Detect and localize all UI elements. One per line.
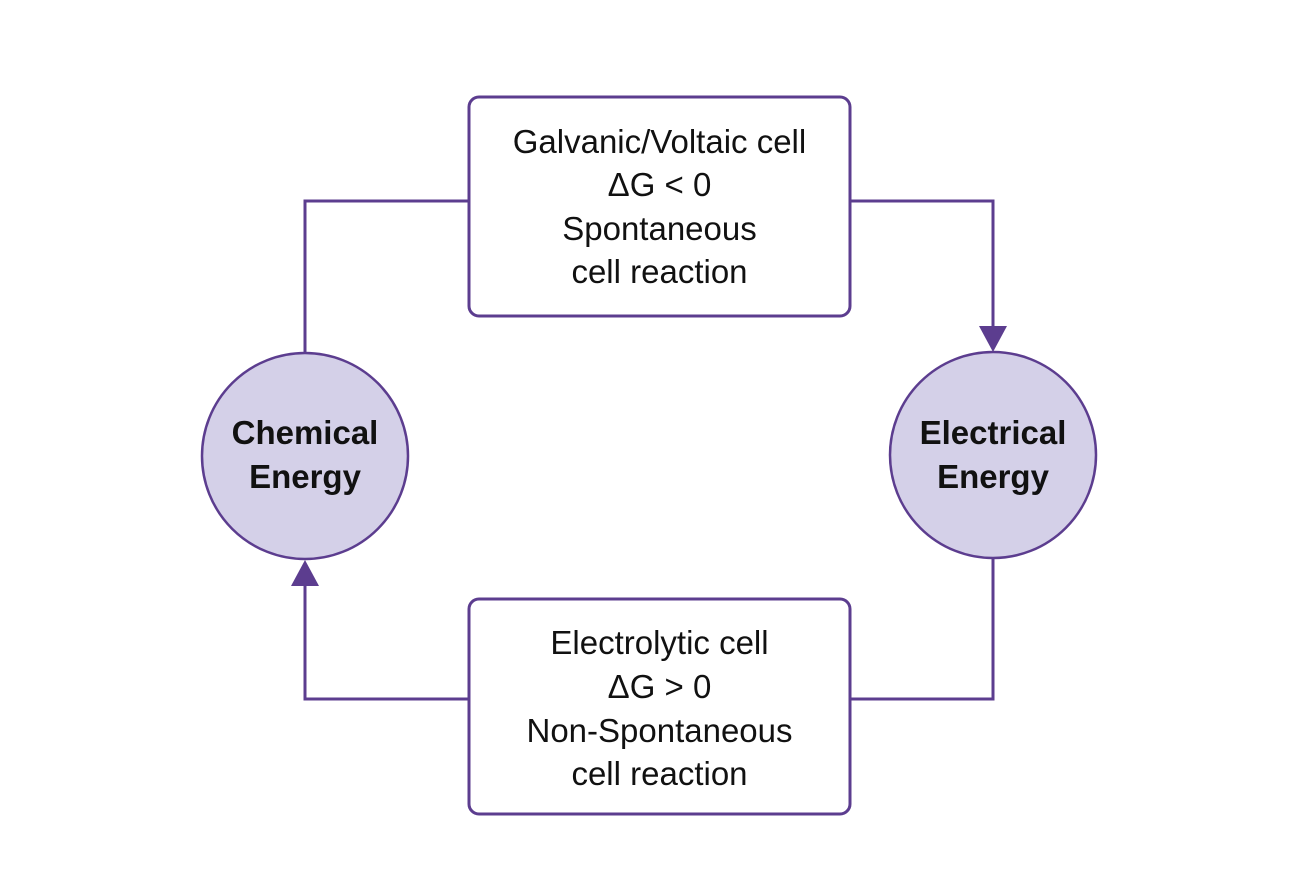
electrolytic-line-2: ΔG > 0 <box>608 668 712 705</box>
chemical-energy-circle <box>200 351 410 561</box>
arrowhead-up-icon <box>291 560 319 586</box>
arrowhead-down-icon <box>979 326 1007 352</box>
connector-electrical-to-electrolytic <box>850 558 995 701</box>
electrolytic-cell-box-frame <box>467 597 852 816</box>
connector-chemical-to-galvanic <box>303 199 468 352</box>
galvanic-cell-box-frame <box>467 95 852 318</box>
chemical-energy-line-2: Energy <box>249 458 362 495</box>
galvanic-line-4: cell reaction <box>571 253 747 290</box>
chemical-energy-line-1: Chemical <box>232 414 379 451</box>
connector-galvanic-to-electrical <box>850 199 995 328</box>
electrolytic-line-4: cell reaction <box>571 755 747 792</box>
chemical-energy-node: Chemical Energy <box>200 351 410 561</box>
electrical-energy-circle <box>888 350 1098 560</box>
electrical-energy-line-1: Electrical <box>920 414 1067 451</box>
galvanic-line-2: ΔG < 0 <box>608 166 712 203</box>
electrical-energy-line-2: Energy <box>937 458 1050 495</box>
electrolytic-line-3: Non-Spontaneous <box>526 712 792 749</box>
galvanic-line-3: Spontaneous <box>562 210 757 247</box>
galvanic-line-1: Galvanic/Voltaic cell <box>513 123 806 160</box>
electrical-energy-node: Electrical Energy <box>888 350 1098 560</box>
electrolytic-cell-box: Electrolytic cell ΔG > 0 Non-Spontaneous… <box>467 597 852 816</box>
connector-electrolytic-to-chemical <box>303 584 468 701</box>
galvanic-cell-box: Galvanic/Voltaic cell ΔG < 0 Spontaneous… <box>467 95 852 318</box>
electrolytic-line-1: Electrolytic cell <box>550 624 768 661</box>
